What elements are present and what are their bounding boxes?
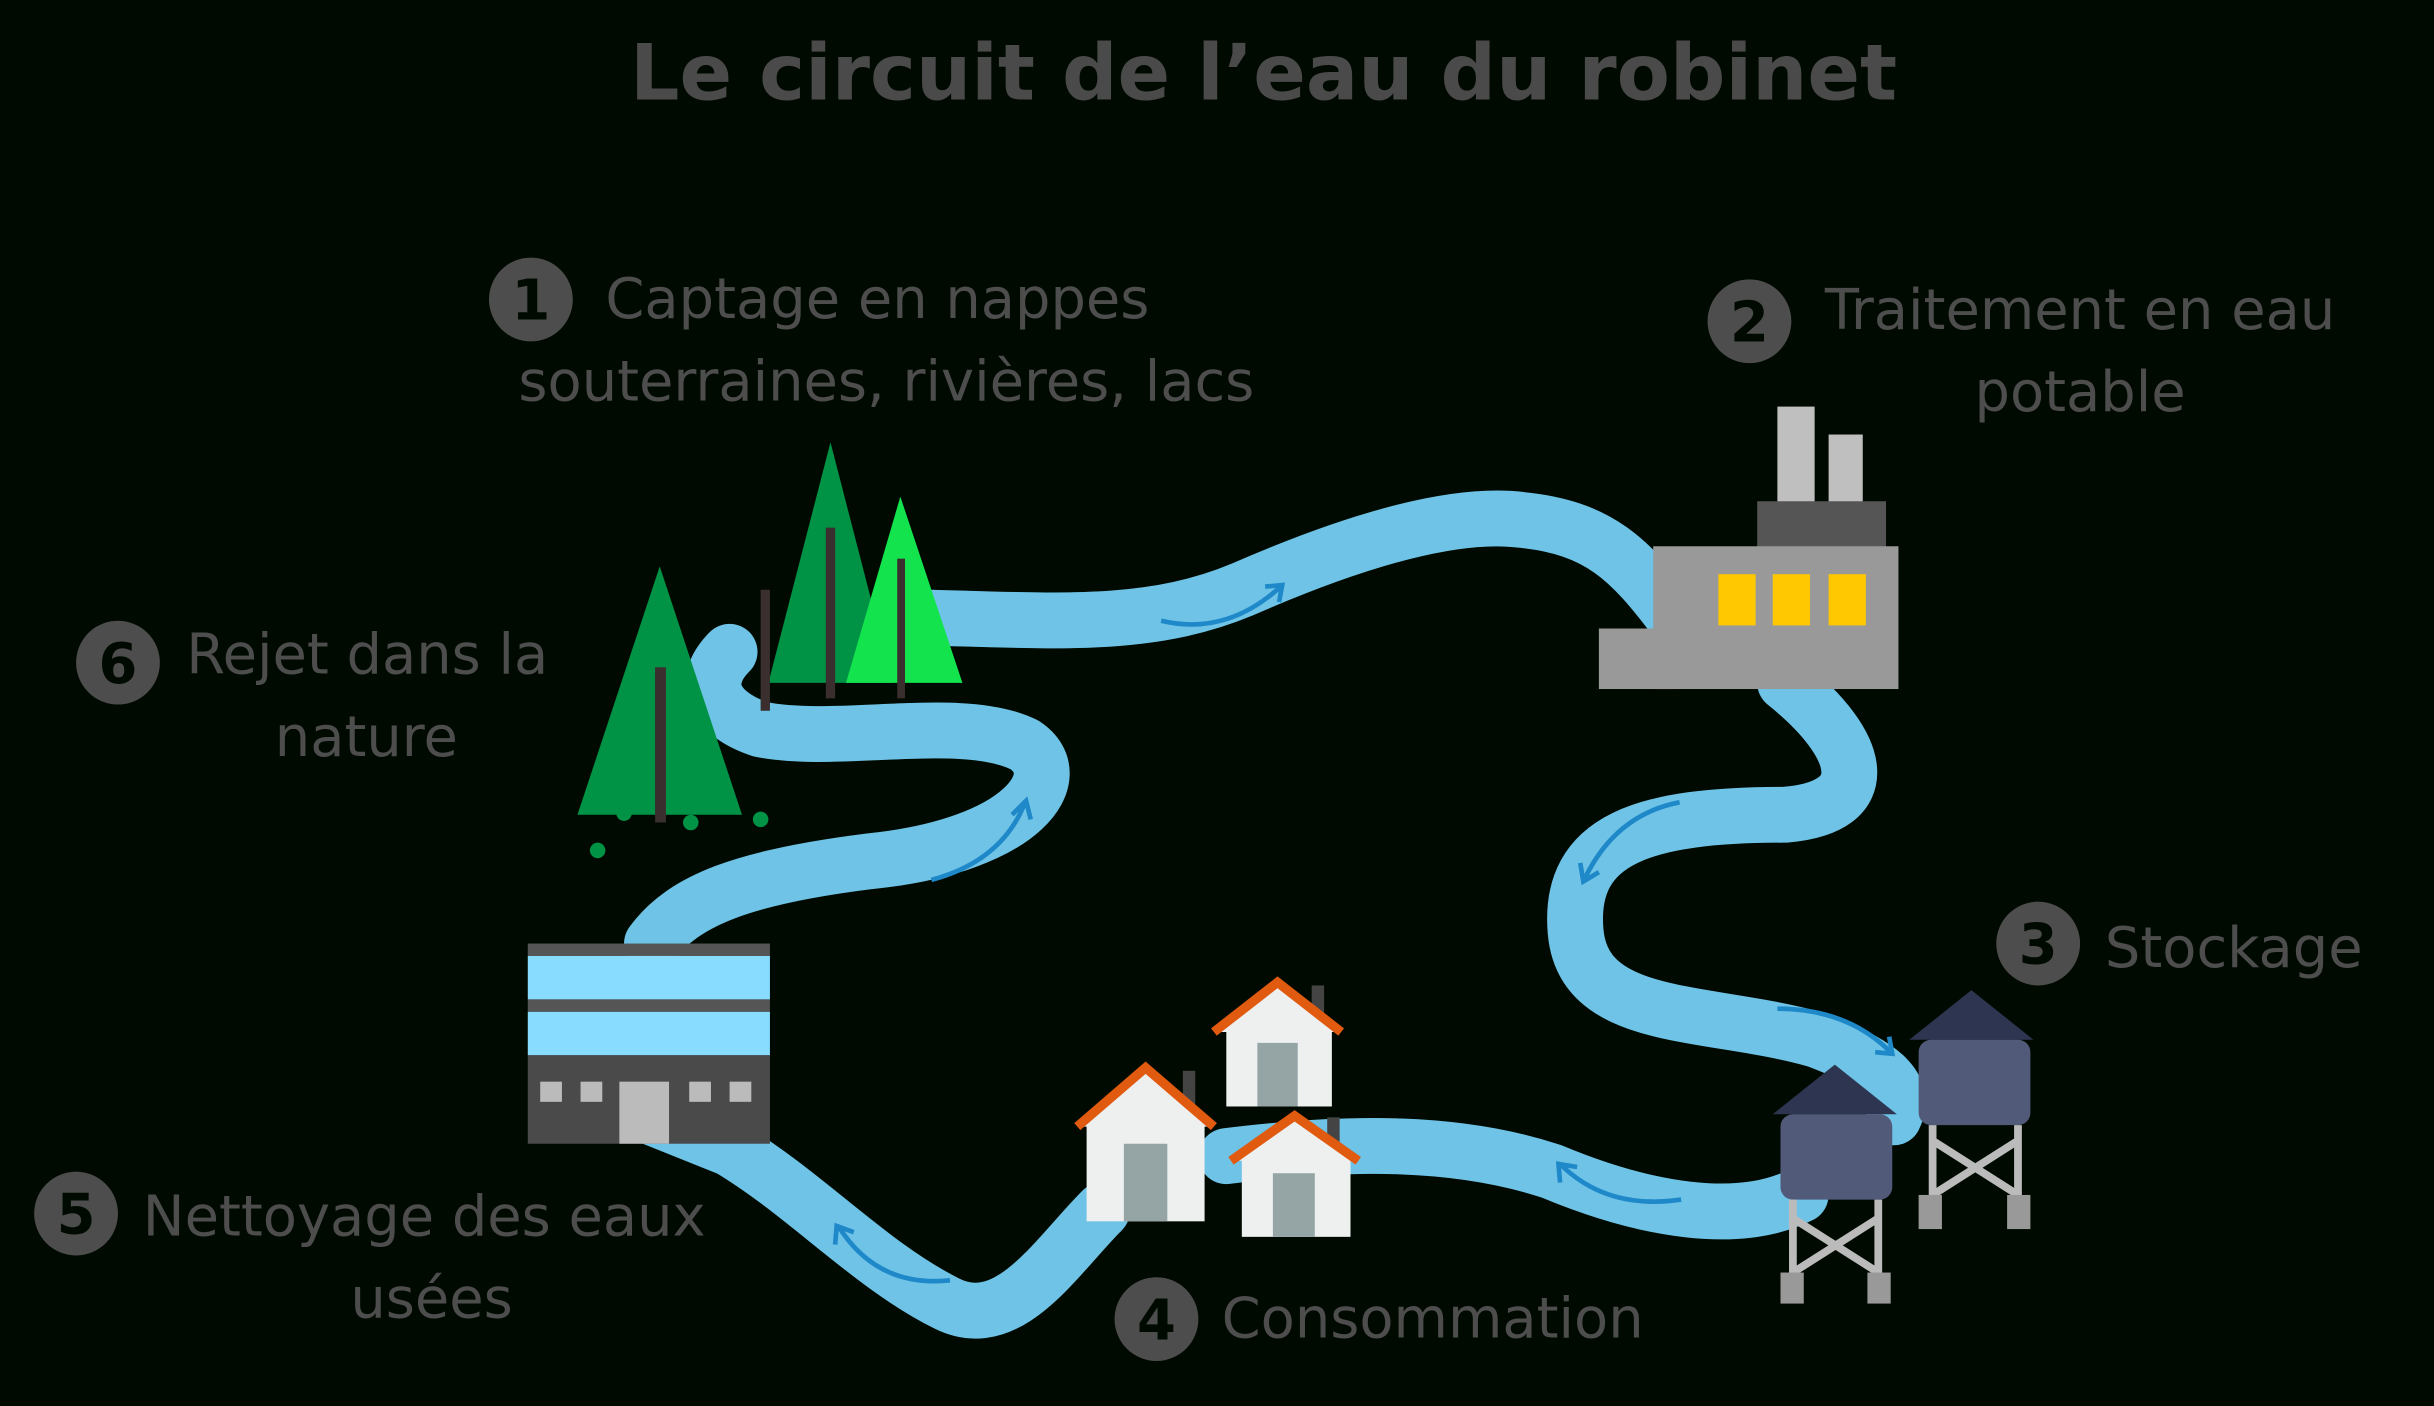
step-4: 4 Consommation	[1114, 1277, 1644, 1361]
step-number-badge	[1996, 901, 2081, 986]
svg-text:usées: usées	[350, 1267, 512, 1332]
houses-icon	[1074, 976, 1361, 1237]
svg-text:Nettoyage des eaux: Nettoyage des eaux	[143, 1184, 706, 1249]
svg-text:Traitement en eau: Traitement en eau	[1824, 278, 2335, 343]
arrow-icon	[1577, 800, 1681, 886]
step-5: 5 Nettoyage des eaux usées	[34, 1171, 706, 1332]
river	[624, 490, 1926, 1339]
svg-text:5: 5	[57, 1183, 96, 1248]
svg-text:nature: nature	[275, 705, 458, 770]
svg-text:3: 3	[2019, 913, 2058, 978]
wastewater-plant-icon	[527, 943, 770, 1144]
step-number-badge	[34, 1171, 118, 1256]
svg-text:Rejet dans la: Rejet dans la	[186, 623, 548, 688]
step-number-badge	[488, 257, 573, 342]
flow-arrows	[832, 582, 1896, 1284]
step-number-badge	[76, 620, 160, 705]
step-number-badge	[1114, 1277, 1199, 1361]
arrow-icon	[1777, 1006, 1896, 1057]
arrow-icon	[1555, 1161, 1682, 1204]
step-1: 1 Captage en nappes souterraines, rivièr…	[488, 257, 1254, 414]
svg-text:Stockage: Stockage	[2105, 916, 2363, 981]
svg-text:4: 4	[1137, 1288, 1176, 1353]
forest-icon	[577, 442, 963, 859]
treatment-plant-icon	[1598, 406, 1899, 690]
svg-text:Consommation: Consommation	[1222, 1287, 1644, 1352]
arrow-icon	[832, 1222, 951, 1284]
svg-text:potable: potable	[1975, 360, 2186, 425]
step-6: 6 Rejet dans la nature	[76, 620, 548, 770]
water-tower-icon	[1772, 990, 2034, 1304]
step-2: 2 Traitement en eau potable	[1707, 278, 2335, 425]
step-number-badge	[1707, 279, 1792, 364]
arrow-icon	[1160, 582, 1286, 627]
svg-text:2: 2	[1730, 290, 1769, 355]
svg-text:souterraines, rivières, lacs: souterraines, rivières, lacs	[518, 349, 1254, 414]
svg-text:6: 6	[99, 632, 138, 697]
diagram-title: Le circuit de l’eau du robinet	[630, 28, 1897, 118]
step-3: 3 Stockage	[1996, 901, 2363, 986]
arrow-icon	[930, 796, 1033, 883]
svg-text:1: 1	[511, 269, 550, 334]
svg-text:Captage en nappes: Captage en nappes	[605, 267, 1149, 332]
